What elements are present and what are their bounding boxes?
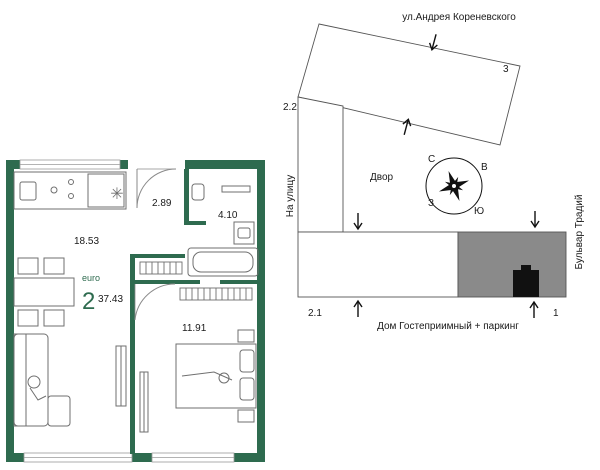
interior-walls bbox=[130, 169, 262, 454]
point-2-2-label: 2.2 bbox=[283, 102, 297, 113]
building-left bbox=[297, 96, 344, 233]
arrow-left-down bbox=[353, 213, 363, 231]
compass: С В Ю З bbox=[425, 154, 488, 217]
floor-plan: ✳ bbox=[6, 159, 265, 463]
arrow-top-street bbox=[428, 34, 438, 51]
arrow-upper-building bbox=[402, 118, 412, 135]
room-count: 2 bbox=[82, 288, 95, 315]
sofa bbox=[13, 333, 71, 427]
entry-door bbox=[136, 168, 177, 209]
arrow-bottom-right-up bbox=[529, 300, 539, 318]
radiators bbox=[139, 261, 253, 301]
building-top bbox=[297, 23, 521, 146]
room-area-hall: 2.89 bbox=[152, 198, 172, 209]
windows bbox=[19, 159, 235, 463]
entrance-marker-top bbox=[521, 265, 531, 271]
room-area-bedroom: 11.91 bbox=[182, 323, 207, 334]
bed bbox=[175, 329, 257, 423]
street-left-label: На улицу bbox=[285, 175, 296, 218]
arrow-bottom-left-up bbox=[353, 299, 363, 317]
kitchen-counter bbox=[13, 171, 127, 210]
street-right-label: Бульвар Традий bbox=[574, 195, 585, 270]
outer-walls bbox=[6, 160, 265, 462]
point-2-1-label: 2.1 bbox=[308, 308, 322, 319]
street-top-label: ул.Андрея Кореневского bbox=[402, 12, 516, 23]
compass-south-label: Ю bbox=[474, 206, 484, 217]
arrow-right-down bbox=[530, 211, 540, 229]
dining-table bbox=[13, 257, 75, 327]
entrance-marker bbox=[513, 270, 539, 297]
compass-rose-icon bbox=[438, 170, 470, 202]
building-bottom bbox=[297, 231, 459, 298]
total-area: 37.43 bbox=[98, 294, 123, 305]
entry-arrows bbox=[353, 34, 540, 318]
bedroom-door bbox=[134, 283, 176, 321]
wardrobe bbox=[139, 371, 149, 433]
point-1-label: 1 bbox=[553, 308, 559, 319]
compass-north-label: С bbox=[428, 154, 435, 165]
bathroom-fixtures bbox=[187, 183, 259, 277]
compass-west-label: З bbox=[428, 198, 434, 209]
apartment-type-label: euro bbox=[82, 273, 100, 283]
tv-console bbox=[115, 345, 127, 407]
building-current bbox=[457, 231, 567, 298]
compass-east-label: В bbox=[481, 162, 488, 173]
stove-icon: ✳ bbox=[110, 186, 123, 203]
house-parking-label: Дом Гостеприимный + паркинг bbox=[377, 321, 519, 332]
room-area-kitchen-living: 18.53 bbox=[74, 236, 99, 247]
room-area-bathroom: 4.10 bbox=[218, 210, 238, 221]
courtyard-label: Двор bbox=[370, 172, 394, 183]
compass-ring bbox=[425, 157, 483, 215]
point-3-label: 3 bbox=[503, 64, 509, 75]
site-plan: ул.Андрея Кореневского 3 2.2 2.1 1 На ул… bbox=[283, 12, 585, 332]
